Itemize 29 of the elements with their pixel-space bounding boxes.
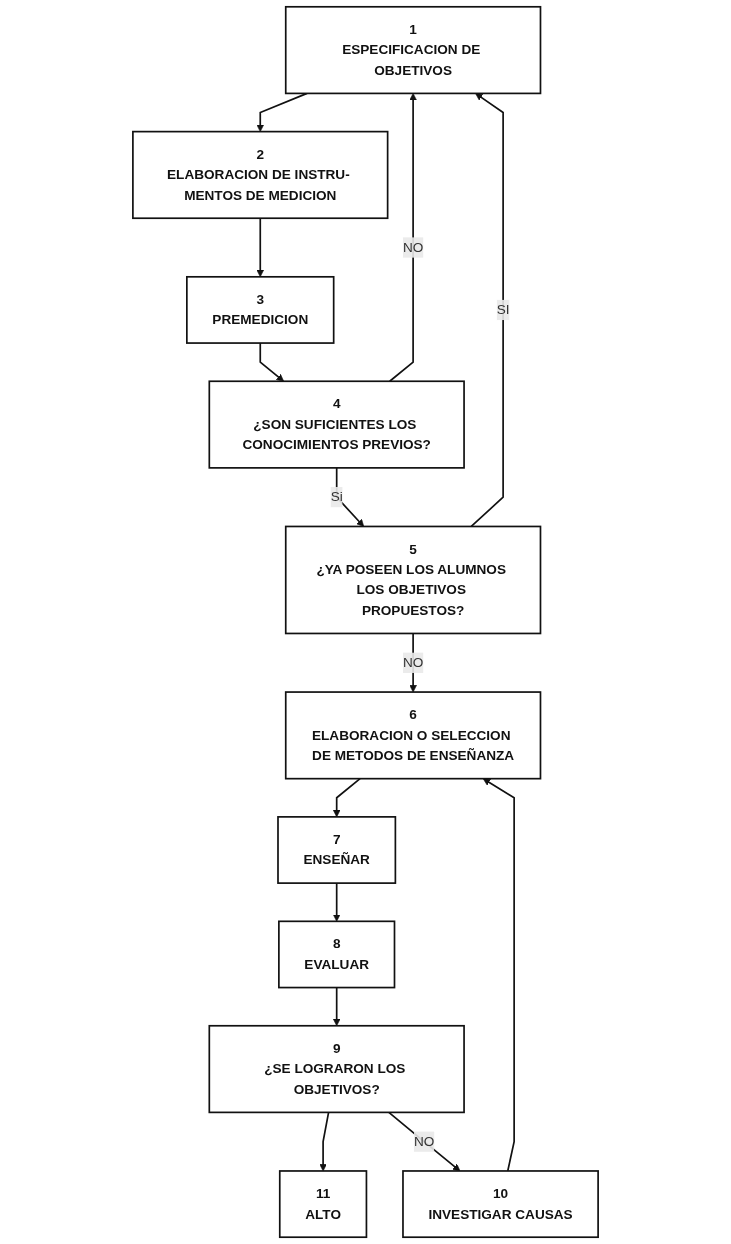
arrow [482, 778, 515, 1172]
node-box: 3 PREMEDICION [186, 275, 335, 344]
arrow [256, 92, 308, 132]
node-box: 5 ¿YA POSEEN LOS ALUMNOS LOS OBJETIVOS PROPUESTOS? [284, 525, 542, 635]
node-box: 1 ESPECIFICACION DE OBJETIVOS [284, 5, 542, 95]
arrow [388, 93, 417, 383]
edge-label: Si [330, 489, 343, 504]
node-box: 2 ELABORACION DE INSTRU- MENTOS DE MEDICION [132, 130, 389, 220]
node-box: 4 ¿SON SUFICIENTES LOS CONOCIMIENTOS PREVIOS? [208, 380, 465, 469]
node-box: 11 ALTO [278, 1170, 368, 1239]
arrow [332, 882, 341, 922]
arrow [332, 986, 341, 1027]
arrow [256, 217, 264, 278]
arrow [470, 93, 504, 528]
edge-label: NO [402, 655, 424, 670]
edge-label: NO [402, 239, 424, 255]
node-box: 9 ¿SE LOGRARON LOS OBJETIVOS? [208, 1024, 465, 1114]
arrow [259, 342, 284, 382]
node-box: 6 ELABORACION O SELECCION DE METODOS DE ENSEÑANZA [284, 691, 542, 780]
edge-label: SI [496, 302, 510, 317]
node-box: 7 ENSEÑAR [277, 816, 397, 884]
node-box: 8 EVALUAR [278, 920, 396, 989]
node-box: 10 INVESTIGAR CAUSAS [402, 1170, 599, 1239]
edge-label: NO [413, 1134, 435, 1149]
arrow [388, 1111, 461, 1172]
arrow [409, 632, 417, 693]
arrow [332, 777, 361, 818]
arrow [335, 467, 365, 527]
arrow [319, 1111, 330, 1172]
